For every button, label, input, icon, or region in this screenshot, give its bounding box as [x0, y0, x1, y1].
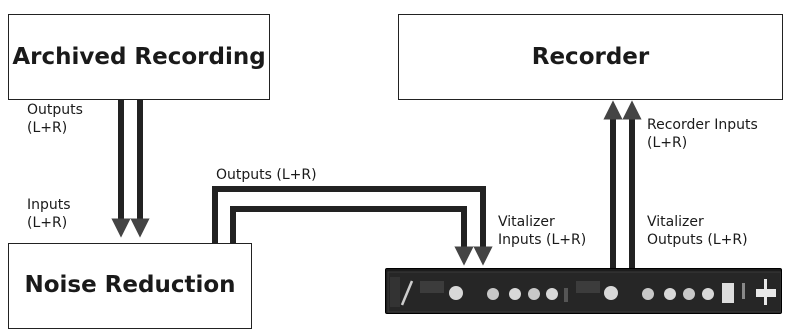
- vitalizer-outputs-label: Vitalizer Outputs (L+R): [647, 214, 748, 248]
- noise-reduction-title: Noise Reduction: [24, 272, 236, 298]
- noise-to-vitalizer-line-outer: [212, 186, 493, 266]
- recorder-title: Recorder: [531, 44, 650, 70]
- archived-recording-title: Archived Recording: [12, 44, 266, 70]
- noise-to-vitalizer-line-inner: [230, 206, 474, 266]
- recorder-box: Recorder: [398, 14, 783, 100]
- archived-outputs-label: Outputs (L+R): [27, 102, 83, 136]
- vitalizer-device: [385, 268, 782, 314]
- archived-recording-box: Archived Recording: [8, 14, 270, 100]
- noise-reduction-box: Noise Reduction: [8, 243, 252, 329]
- vitalizer-inputs-label: Vitalizer Inputs (L+R): [498, 214, 587, 248]
- noise-inputs-label: Inputs (L+R): [27, 197, 71, 231]
- recorder-inputs-label: Recorder Inputs (L+R): [647, 117, 758, 151]
- noise-outputs-label: Outputs (L+R): [216, 167, 317, 183]
- rack-unit-vitalizer-icon: [386, 269, 781, 313]
